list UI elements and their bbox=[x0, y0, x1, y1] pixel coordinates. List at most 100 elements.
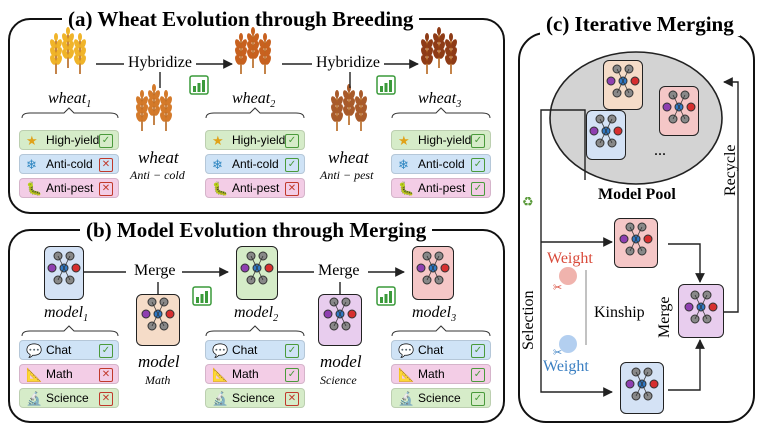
pool-model-orange bbox=[603, 60, 643, 110]
wheat-anti-pest-icon bbox=[329, 83, 369, 132]
model-math-box bbox=[136, 294, 180, 346]
check-yes-icon: ✓ bbox=[471, 182, 485, 196]
merge-label-2: Merge bbox=[318, 262, 360, 279]
trait-anti-pest: 🐛Anti-pest✕ bbox=[19, 178, 119, 198]
skill-science: 🔬Science✕ bbox=[19, 388, 119, 408]
growth-chart-icon bbox=[189, 75, 209, 95]
pool-model-blue bbox=[586, 110, 626, 160]
panel-b-title: (b) Model Evolution through Merging bbox=[80, 218, 433, 242]
check-yes-icon: ✓ bbox=[285, 368, 299, 382]
wheat-anti-cold-icon bbox=[134, 83, 174, 132]
trait-anti-cold: ❄Anti-cold✓ bbox=[391, 154, 491, 174]
check-yes-icon: ✓ bbox=[99, 134, 113, 148]
skill-science: 🔬Science✕ bbox=[205, 388, 305, 408]
check-yes-icon: ✓ bbox=[285, 158, 299, 172]
hybridize-label-1: Hybridize bbox=[128, 54, 192, 71]
check-yes-icon: ✓ bbox=[285, 344, 299, 358]
wheat-anti-cold-label: wheat bbox=[138, 148, 179, 167]
skill-chat: 💬Chat✓ bbox=[391, 340, 491, 360]
svg-text:✂: ✂ bbox=[553, 281, 562, 294]
model-math-sub: Math bbox=[145, 373, 171, 387]
skill-math: 📐Math✓ bbox=[205, 364, 305, 384]
weight-top-label: Weight bbox=[547, 250, 593, 267]
model-science-sub: Science bbox=[320, 373, 357, 387]
panel-c-title: (c) Iterative Merging bbox=[540, 12, 740, 36]
chat-icon: 💬 bbox=[26, 343, 43, 358]
wheat1-label: wheat1 bbox=[48, 90, 92, 111]
trait-anti-cold: ❄Anti-cold✕ bbox=[19, 154, 119, 174]
check-yes-icon: ✓ bbox=[471, 392, 485, 406]
wheat1-icon bbox=[48, 26, 88, 75]
check-yes-icon: ✓ bbox=[471, 368, 485, 382]
star-icon: ★ bbox=[398, 133, 410, 148]
trait-high-yield: ★High-yield✓ bbox=[391, 130, 491, 150]
check-yes-icon: ✓ bbox=[285, 134, 299, 148]
chat-icon: 💬 bbox=[212, 343, 229, 358]
wheat2-label: wheat2 bbox=[232, 90, 276, 111]
chat-icon: 💬 bbox=[398, 343, 415, 358]
model-science-label: model bbox=[320, 352, 362, 371]
trait-anti-pest: 🐛Anti-pest✓ bbox=[391, 178, 491, 198]
recycle-label: Recycle bbox=[722, 144, 739, 196]
skill-science: 🔬Science✓ bbox=[391, 388, 491, 408]
merge-side-label: Merge bbox=[656, 296, 673, 338]
weight-bottom-label: Weight bbox=[543, 358, 589, 375]
bug-icon: 🐛 bbox=[398, 181, 415, 196]
selected-model-blue bbox=[620, 362, 664, 414]
svg-text:♻: ♻ bbox=[522, 195, 534, 210]
panel-a-title: (a) Wheat Evolution through Breeding bbox=[62, 7, 420, 31]
check-no-icon: ✕ bbox=[99, 182, 113, 196]
wheat-anti-pest-sub: Anti − pest bbox=[320, 168, 374, 182]
merge-label-1: Merge bbox=[134, 262, 176, 279]
check-yes-icon: ✓ bbox=[471, 134, 485, 148]
skill-chat: 💬Chat✓ bbox=[19, 340, 119, 360]
growth-chart-icon bbox=[192, 286, 212, 306]
model1-box bbox=[44, 246, 84, 300]
star-icon: ★ bbox=[26, 133, 38, 148]
merged-model-purple bbox=[678, 284, 724, 338]
model3-label: model3 bbox=[412, 304, 457, 325]
ruler-icon: 📐 bbox=[212, 367, 229, 382]
check-yes-icon: ✓ bbox=[471, 344, 485, 358]
check-yes-icon: ✓ bbox=[471, 158, 485, 172]
check-yes-icon: ✓ bbox=[99, 344, 113, 358]
bug-icon: 🐛 bbox=[212, 181, 229, 196]
skill-math: 📐Math✕ bbox=[19, 364, 119, 384]
microscope-icon: 🔬 bbox=[26, 391, 43, 406]
check-no-icon: ✕ bbox=[99, 158, 113, 172]
model2-label: model2 bbox=[234, 304, 279, 325]
pool-model-pink bbox=[659, 86, 699, 136]
check-no-icon: ✕ bbox=[99, 368, 113, 382]
model3-box bbox=[412, 246, 454, 300]
growth-chart-icon bbox=[376, 286, 396, 306]
skill-math: 📐Math✓ bbox=[391, 364, 491, 384]
wheat2-icon bbox=[233, 26, 273, 75]
wheat-anti-pest-label: wheat bbox=[328, 148, 369, 167]
microscope-icon: 🔬 bbox=[398, 391, 415, 406]
snowflake-icon: ❄ bbox=[398, 157, 409, 172]
check-no-icon: ✕ bbox=[285, 392, 299, 406]
model-pool-label: Model Pool bbox=[598, 186, 676, 203]
hybridize-label-2: Hybridize bbox=[316, 54, 380, 71]
wheat-anti-cold-sub: Anti − cold bbox=[130, 168, 185, 182]
model1-label: model1 bbox=[44, 304, 89, 325]
trait-high-yield: ★High-yield✓ bbox=[205, 130, 305, 150]
model2-box bbox=[236, 246, 278, 300]
ruler-icon: 📐 bbox=[26, 367, 43, 382]
snowflake-icon: ❄ bbox=[212, 157, 223, 172]
check-no-icon: ✕ bbox=[99, 392, 113, 406]
snowflake-icon: ❄ bbox=[26, 157, 37, 172]
growth-chart-icon bbox=[376, 75, 396, 95]
trait-high-yield: ★High-yield✓ bbox=[19, 130, 119, 150]
selection-label: Selection bbox=[520, 290, 537, 350]
microscope-icon: 🔬 bbox=[212, 391, 229, 406]
wheat3-icon bbox=[419, 26, 459, 75]
star-icon: ★ bbox=[212, 133, 224, 148]
model-math-label: model bbox=[138, 352, 180, 371]
wheat3-label: wheat3 bbox=[418, 90, 462, 111]
svg-text:✂: ✂ bbox=[553, 346, 562, 359]
ruler-icon: 📐 bbox=[398, 367, 415, 382]
bug-icon: 🐛 bbox=[26, 181, 43, 196]
check-no-icon: ✕ bbox=[285, 182, 299, 196]
trait-anti-pest: 🐛Anti-pest✕ bbox=[205, 178, 305, 198]
